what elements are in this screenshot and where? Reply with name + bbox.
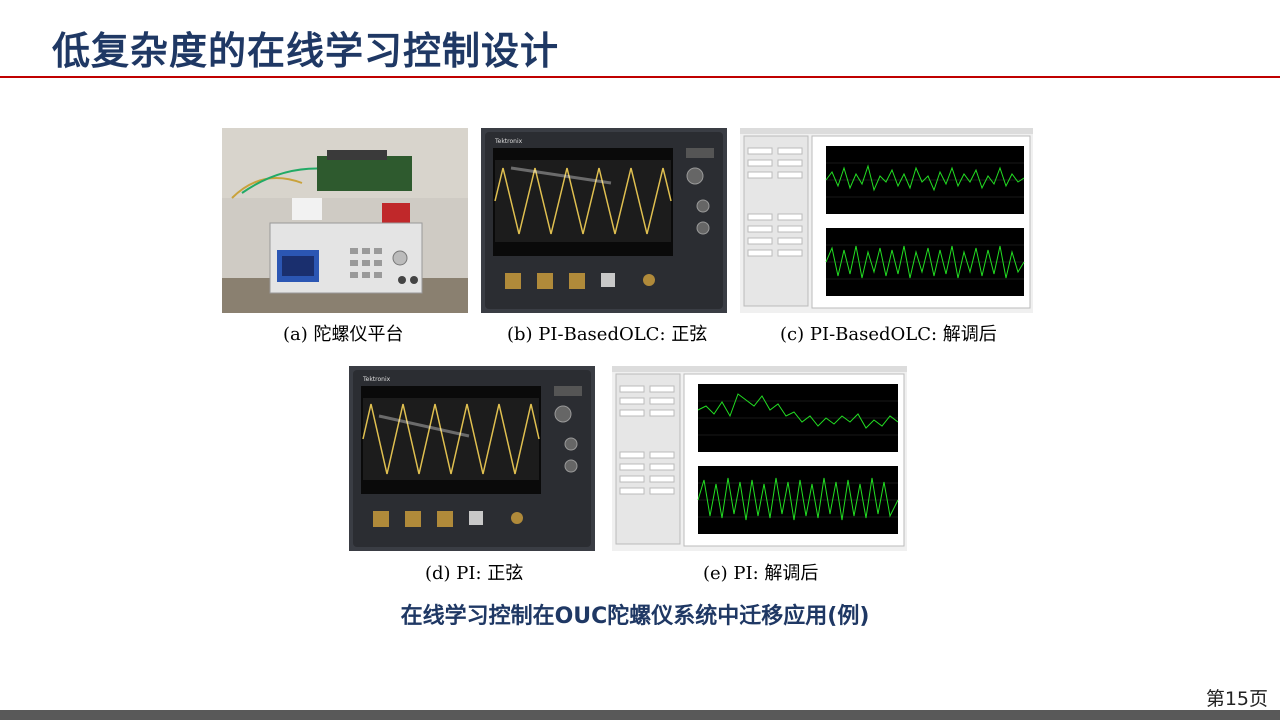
figure-b-oscilloscope: Tektronix — [481, 128, 727, 313]
page-number: 第15页 — [1205, 688, 1268, 710]
figure-e-caption: (e) PI: 解调后 — [703, 563, 819, 584]
figure-b-caption: (b) PI-BasedOLC: 正弦 — [507, 324, 708, 345]
slide-subtitle: 在线学习控制在OUC陀螺仪系统中迁移应用(例) — [400, 604, 870, 629]
figure-a-caption: (a) 陀螺仪平台 — [283, 324, 404, 345]
scope-brand-label: Tektronix — [363, 376, 391, 383]
footer-bar — [0, 710, 1280, 720]
figure-d-oscilloscope: Tektronix — [349, 366, 595, 551]
scope-brand-label: Tektronix — [495, 138, 523, 145]
figure-d-caption: (d) PI: 正弦 — [425, 563, 524, 584]
figure-e-demod-plot — [612, 366, 907, 551]
page-title: 低复杂度的在线学习控制设计 — [52, 29, 560, 73]
figure-a-platform-photo — [222, 128, 468, 313]
title-divider — [0, 76, 1280, 78]
figure-c-caption: (c) PI-BasedOLC: 解调后 — [780, 324, 997, 345]
figure-c-demod-plot — [740, 128, 1033, 313]
